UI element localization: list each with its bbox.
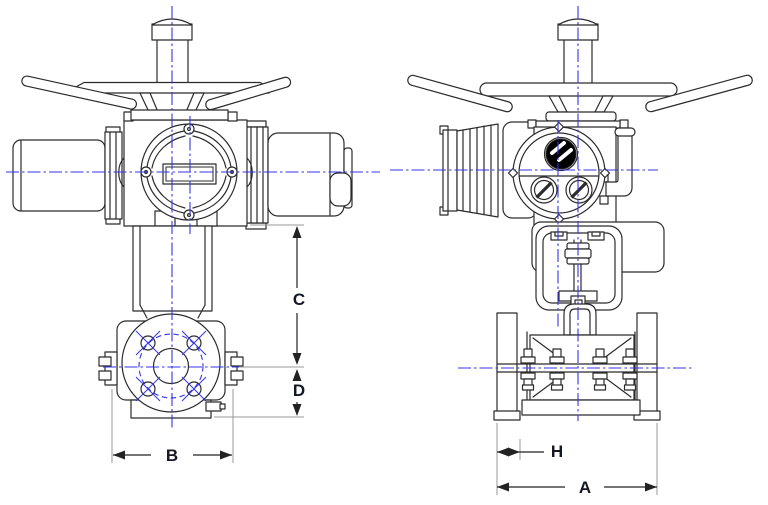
control-knob-open <box>530 176 558 204</box>
bolt-holes <box>135 330 207 402</box>
quatrefoil-cover <box>140 123 238 221</box>
valve-body-side <box>493 303 661 421</box>
gearbox-housing <box>123 109 253 227</box>
front-view <box>12 18 353 419</box>
side-view <box>407 18 753 421</box>
pipe-flange-left <box>496 312 518 419</box>
control-face-inner <box>518 132 600 214</box>
dimension-D <box>292 369 302 416</box>
dimension-B <box>113 450 232 460</box>
dimension-C <box>292 226 302 365</box>
bolt-circle <box>138 333 204 399</box>
face-cardinal-markers <box>507 121 611 225</box>
position-indicator-dial <box>543 136 579 172</box>
actuator-housing-side <box>507 119 636 228</box>
handwheel-side <box>407 74 753 122</box>
motor-left <box>12 126 125 225</box>
conduit-elbow <box>599 127 636 205</box>
flange-circle <box>121 313 221 413</box>
dimension-label-a: A <box>578 478 592 497</box>
dimension-label-b: B <box>165 446 179 465</box>
valve-bottom-band <box>521 399 641 416</box>
motor-right <box>244 120 353 230</box>
flange-bore <box>152 347 190 385</box>
centerlines <box>6 6 692 430</box>
dimension-extension-lines <box>111 224 658 495</box>
dimension-H <box>497 447 544 457</box>
yoke-side <box>531 221 665 311</box>
dimension-label-h: H <box>550 442 564 461</box>
dimension-label-c: C <box>292 290 306 309</box>
dimension-label-d: D <box>292 381 306 400</box>
control-knob-close <box>565 176 593 204</box>
dimension-A <box>497 482 657 492</box>
bonnet-bolts-lower <box>520 372 638 391</box>
valve-flange-front <box>98 313 244 419</box>
bonnet-bolts-upper <box>520 348 638 364</box>
